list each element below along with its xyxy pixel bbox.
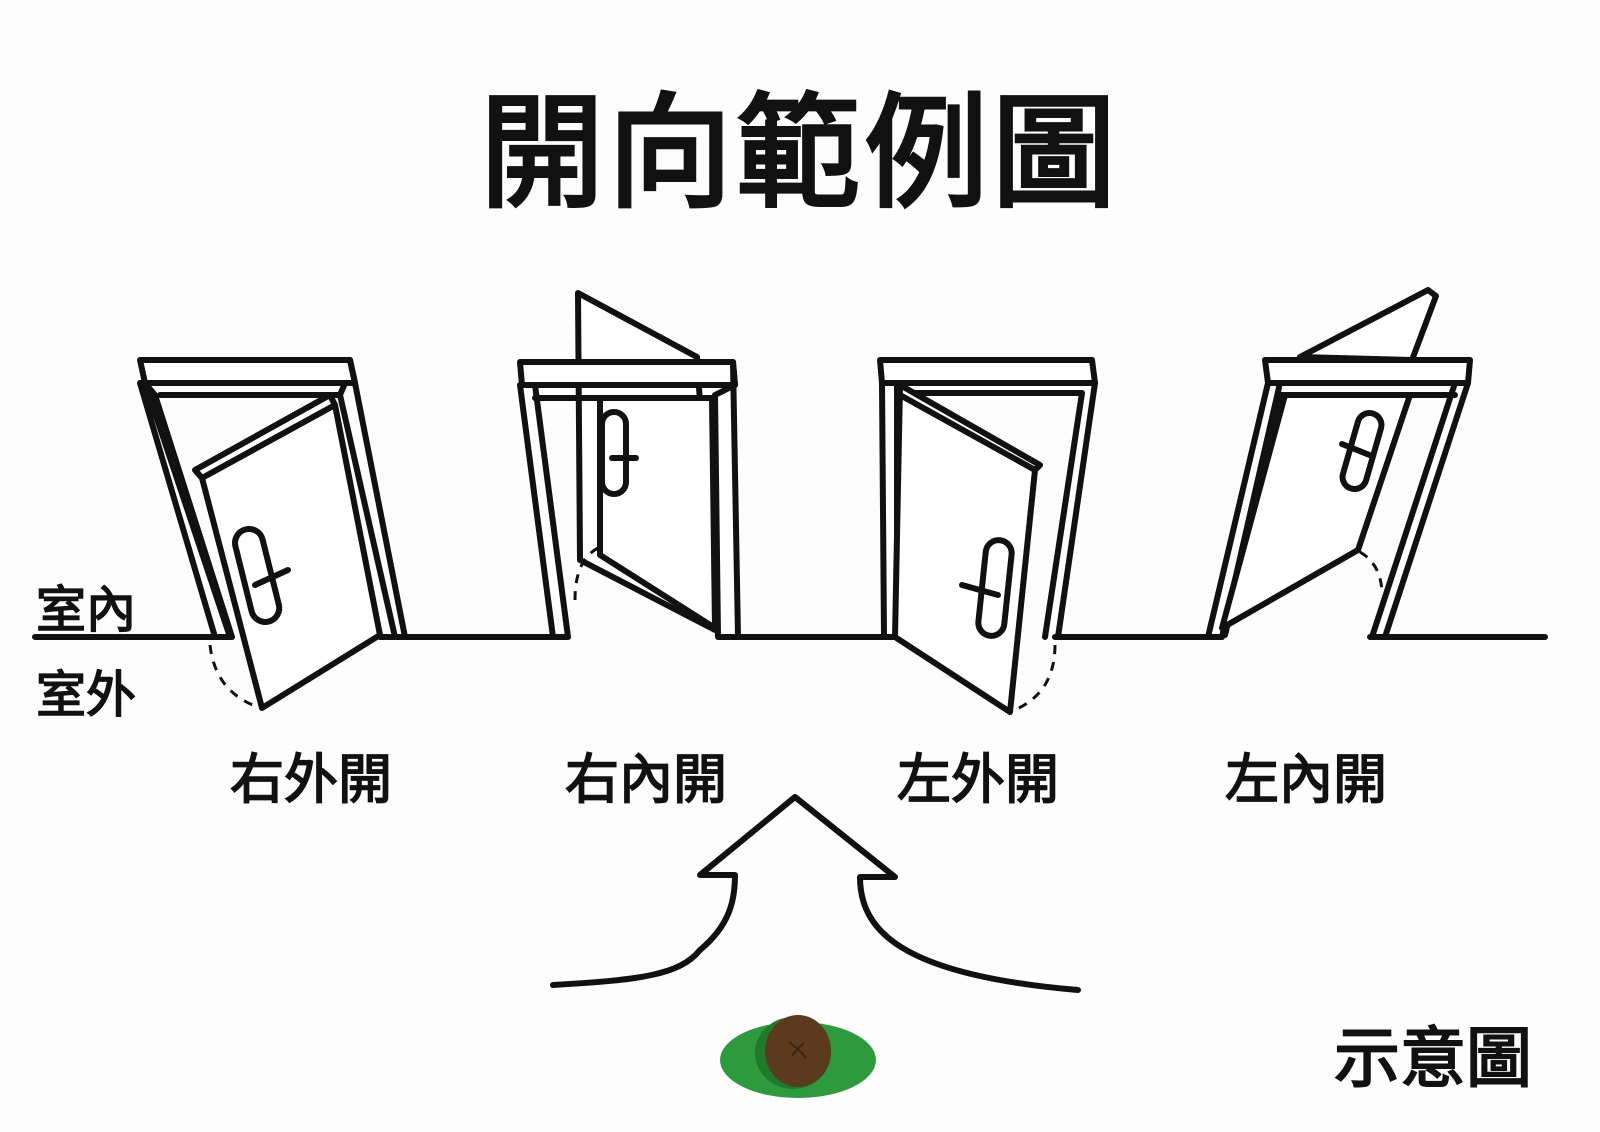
door-label-right-inward: 右內開 bbox=[565, 748, 727, 811]
door-right-inward bbox=[517, 290, 741, 640]
door-handle-icon bbox=[599, 409, 629, 497]
door-handle-icon bbox=[232, 525, 283, 625]
door-left-outward bbox=[877, 357, 1098, 715]
door-left-inward bbox=[1205, 287, 1473, 640]
indoor-label: 室內 bbox=[36, 581, 136, 639]
door-label-left-outward: 左外開 bbox=[897, 748, 1059, 811]
person-top-view-icon bbox=[720, 1015, 876, 1098]
door-handle-icon bbox=[975, 537, 1015, 639]
diagram-title: 開向範例圖 bbox=[479, 82, 1120, 226]
schematic-note: 示意圖 bbox=[1334, 1020, 1532, 1097]
outdoor-label: 室外 bbox=[36, 666, 136, 724]
door-label-right-outward: 右外開 bbox=[230, 748, 392, 811]
direction-arrow-icon bbox=[550, 794, 1081, 993]
door-label-left-inward: 左內開 bbox=[1225, 748, 1387, 811]
door-right-outward bbox=[137, 357, 408, 711]
